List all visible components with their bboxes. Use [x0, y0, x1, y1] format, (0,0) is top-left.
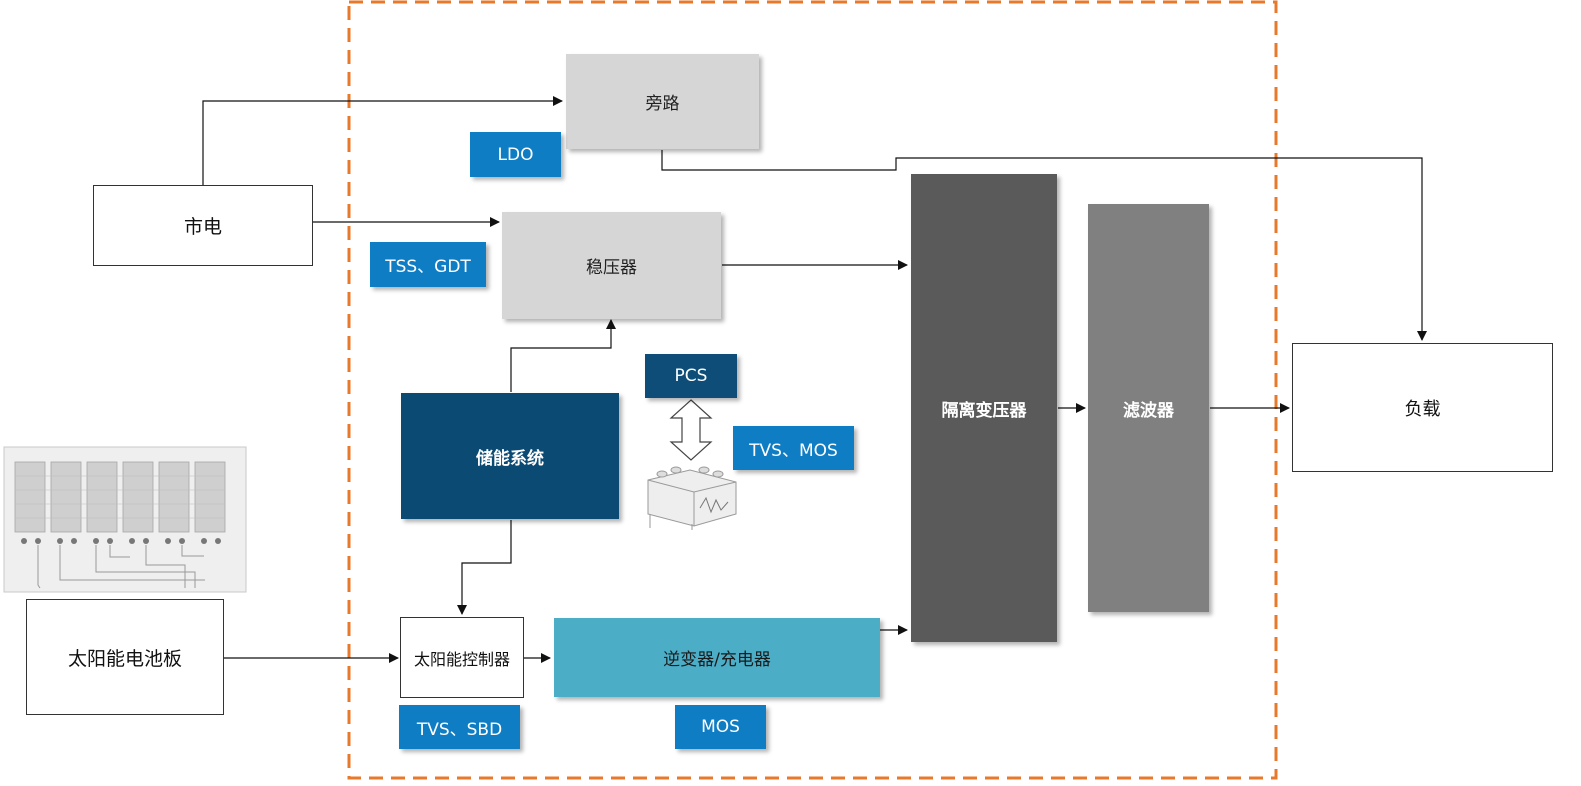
filter-block: 滤波器 — [1088, 204, 1209, 612]
connector-storage-to-controller — [457, 520, 512, 615]
grid-label: 市电 — [183, 216, 222, 238]
bypass-label: 旁路 — [645, 94, 680, 114]
load-label: 负载 — [1404, 398, 1441, 420]
tag-pcs-label: PCS — [674, 366, 708, 386]
solar-panel-icon — [3, 446, 247, 593]
energy-storage-block: 储能系统 — [401, 393, 619, 519]
connector-grid-to-bypass — [202, 96, 563, 186]
bidirectional-arrow-icon — [669, 399, 713, 461]
tag-tvs-mos: TVS、MOS — [733, 426, 854, 470]
grid-block: 市电 — [93, 185, 313, 266]
tag-tss-gdt-label: TSS、GDT — [385, 257, 471, 277]
connector-storage-to-regulator — [510, 319, 616, 392]
battery-icon — [647, 466, 737, 530]
inverter-charger-block: 逆变器/充电器 — [554, 618, 880, 697]
solar-controller-block: 太阳能控制器 — [400, 617, 524, 698]
tag-mos-label: MOS — [701, 717, 740, 737]
inverter-charger-label: 逆变器/充电器 — [663, 650, 771, 670]
bypass-block: 旁路 — [566, 54, 759, 149]
system-boundary — [347, 0, 1278, 780]
tag-ldo: LDO — [470, 132, 561, 177]
solar-controller-label: 太阳能控制器 — [413, 649, 510, 669]
connector-bypass-to-load — [661, 150, 1427, 341]
regulator-block: 稳压器 — [502, 212, 721, 319]
solar-panel-label: 太阳能电池板 — [67, 647, 182, 670]
tag-mos: MOS — [675, 705, 766, 749]
load-block: 负载 — [1292, 343, 1553, 472]
isolation-transformer-label: 隔离变压器 — [941, 400, 1027, 421]
energy-storage-label: 储能系统 — [476, 448, 544, 469]
tag-tss-gdt: TSS、GDT — [370, 242, 486, 287]
tag-ldo-label: LDO — [497, 144, 534, 165]
solar-panel-block: 太阳能电池板 — [26, 599, 224, 715]
tag-tvs-sbd: TVS、SBD — [399, 705, 520, 749]
isolation-transformer-block: 隔离变压器 — [911, 174, 1057, 642]
tag-pcs: PCS — [645, 354, 737, 398]
filter-label: 滤波器 — [1123, 400, 1174, 421]
regulator-label: 稳压器 — [586, 258, 637, 278]
tag-tvs-mos-label: TVS、MOS — [749, 440, 838, 461]
tag-tvs-sbd-label: TVS、SBD — [416, 719, 503, 740]
